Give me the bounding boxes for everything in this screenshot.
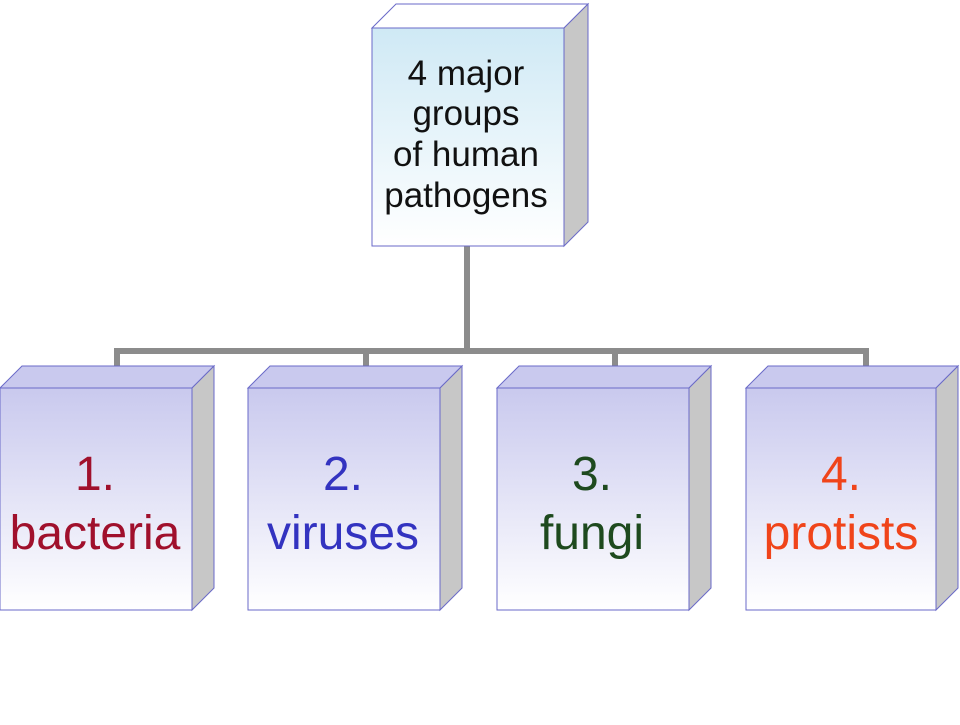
- child-box-2-front-face: [247, 387, 441, 611]
- child-box-3-top-face: [495, 365, 713, 389]
- child-label-bacteria: 1. bacteria: [9, 448, 181, 560]
- child-box-4-front-face: [745, 387, 937, 611]
- child-box-3: [495, 364, 713, 612]
- child-box-1-side-face: [191, 364, 215, 612]
- child-box-2-top-face: [246, 365, 464, 389]
- child-box-1-top-face: [0, 365, 216, 389]
- child-box-4: [744, 364, 960, 612]
- child-label-protists: 4. protists: [763, 448, 919, 560]
- child-box-4-side-face: [935, 364, 959, 612]
- connectors: [114, 243, 869, 366]
- child-box-3-side-face: [688, 364, 712, 612]
- child-label-fungi: 3. fungi: [539, 448, 645, 560]
- root-label: 4 major groups of human pathogens: [384, 53, 548, 215]
- child-box-3-front-face: [496, 387, 690, 611]
- root-box-side-face: [563, 2, 589, 248]
- child-box-1-front-face: [0, 387, 193, 611]
- child-box-1: [0, 364, 216, 612]
- root-box-top-face: [370, 3, 590, 29]
- child-box-4-top-face: [744, 365, 960, 389]
- child-label-viruses: 2. viruses: [266, 448, 420, 560]
- child-box-2-side-face: [439, 364, 463, 612]
- child-box-2: [246, 364, 464, 612]
- root-box: [370, 2, 590, 248]
- root-box-front-face: [371, 27, 565, 247]
